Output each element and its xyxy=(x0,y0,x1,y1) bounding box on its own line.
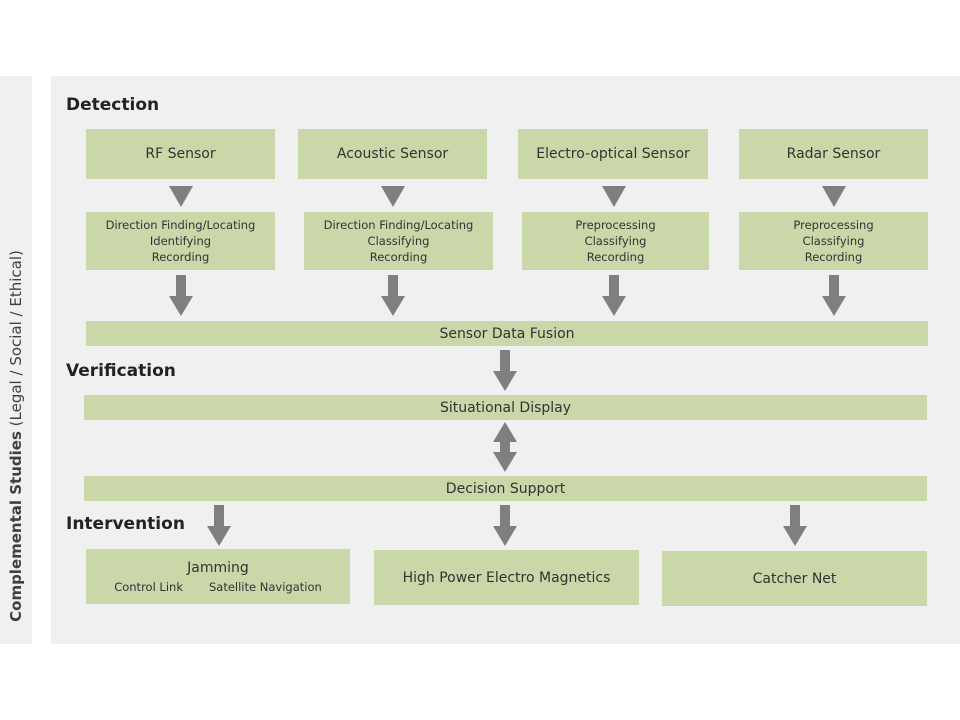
down-arrow-icon xyxy=(822,275,846,316)
function-line: Direction Finding/Locating xyxy=(323,218,474,232)
jamming-title: Jamming xyxy=(187,559,249,576)
function-line: Recording xyxy=(151,250,210,264)
hpem-box: High Power Electro Magnetics xyxy=(374,550,639,605)
down-triangle-icon xyxy=(169,186,193,207)
jamming-box: Jamming Control Link Satellite Navigatio… xyxy=(86,549,350,604)
down-arrow-icon xyxy=(493,505,517,546)
down-arrow-icon xyxy=(381,275,405,316)
complemental-studies-label: Complemental Studies (Legal / Social / E… xyxy=(7,250,25,622)
situational-display-bar: Situational Display xyxy=(84,395,927,420)
down-triangle-icon xyxy=(381,186,405,207)
decision-support-bar: Decision Support xyxy=(84,476,927,501)
decision-label: Decision Support xyxy=(445,480,566,497)
detection-title: Detection xyxy=(66,95,160,115)
sensor-box-radar: Radar Sensor xyxy=(739,129,928,179)
function-line: Recording xyxy=(369,250,428,264)
function-line: Classifying xyxy=(367,234,430,248)
side-panel: Complemental Studies (Legal / Social / E… xyxy=(0,76,32,644)
sensor-name: Radar Sensor xyxy=(786,146,881,162)
sensor-box-acoustic: Acoustic Sensor xyxy=(298,129,487,179)
bidirectional-arrow-icon xyxy=(493,422,517,472)
catcher-net-box: Catcher Net xyxy=(662,551,927,606)
function-box-acoustic: Direction Finding/Locating Classifying R… xyxy=(304,212,493,270)
sensor-name: Acoustic Sensor xyxy=(336,146,449,162)
sensor-data-fusion-bar: Sensor Data Fusion xyxy=(86,321,928,346)
verification-title: Verification xyxy=(66,361,176,381)
sensor-box-electro-optical: Electro-optical Sensor xyxy=(518,129,708,179)
jamming-subitems: Control Link Satellite Navigation xyxy=(114,580,322,594)
catcher-net-label: Catcher Net xyxy=(752,570,837,587)
function-line: Classifying xyxy=(584,234,647,248)
fusion-label: Sensor Data Fusion xyxy=(439,325,575,342)
function-box-electro-optical: Preprocessing Classifying Recording xyxy=(522,212,709,270)
intervention-title: Intervention xyxy=(66,514,185,534)
function-line: Preprocessing xyxy=(793,218,874,232)
side-label-bold: Complemental Studies xyxy=(7,431,25,622)
hpem-label: High Power Electro Magnetics xyxy=(402,569,611,586)
function-line: Identifying xyxy=(149,234,212,248)
function-line: Classifying xyxy=(802,234,865,248)
side-label-light: (Legal / Social / Ethical) xyxy=(7,250,25,432)
function-box-rf: Direction Finding/Locating Identifying R… xyxy=(86,212,275,270)
down-triangle-icon xyxy=(822,186,846,207)
sensor-name: Electro-optical Sensor xyxy=(536,146,690,162)
down-arrow-icon xyxy=(493,350,517,391)
function-line: Recording xyxy=(586,250,645,264)
sensor-box-rf: RF Sensor xyxy=(86,129,275,179)
function-line: Preprocessing xyxy=(575,218,656,232)
down-arrow-icon xyxy=(783,505,807,546)
down-arrow-icon xyxy=(169,275,193,316)
function-box-radar: Preprocessing Classifying Recording xyxy=(739,212,928,270)
function-line: Recording xyxy=(804,250,863,264)
jamming-subitem: Satellite Navigation xyxy=(208,579,322,594)
function-line: Direction Finding/Locating xyxy=(105,218,256,232)
display-label: Situational Display xyxy=(439,399,572,416)
down-triangle-icon xyxy=(602,186,626,207)
jamming-subitem: Control Link xyxy=(114,579,183,594)
down-arrow-icon xyxy=(602,275,626,316)
sensor-name: RF Sensor xyxy=(145,146,216,162)
down-arrow-icon xyxy=(207,505,231,546)
